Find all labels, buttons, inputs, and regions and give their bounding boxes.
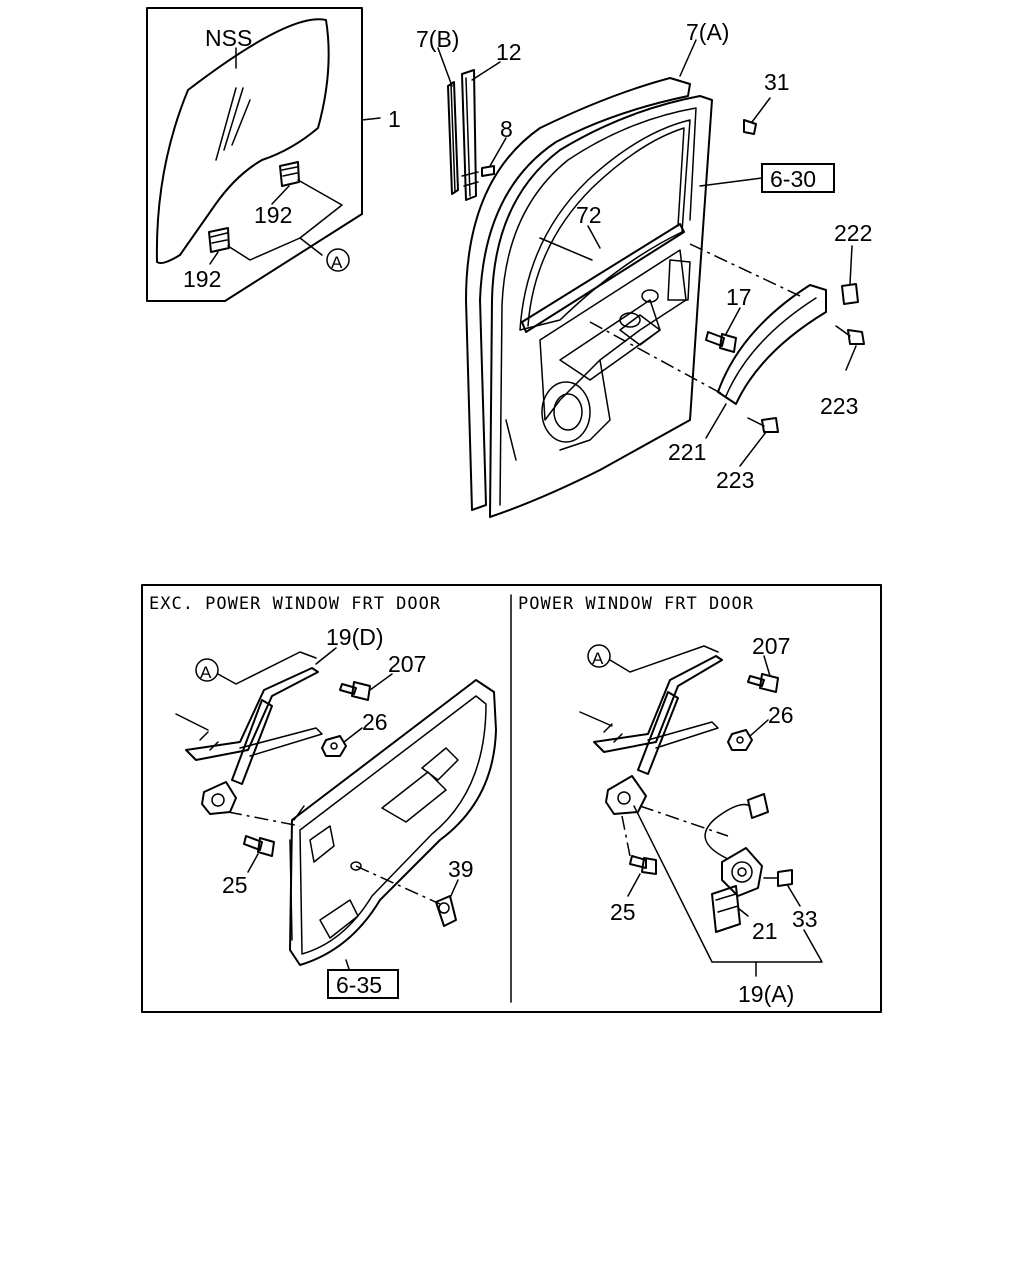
regulator-panel-frame — [141, 584, 882, 1013]
label-clip-upper: 192 — [254, 202, 292, 228]
manual-regulator-section: A — [175, 624, 497, 999]
label-6-30: 6-30 — [770, 166, 816, 192]
ref-box-6-30 — [761, 163, 835, 193]
label-222: 222 — [834, 220, 872, 246]
svg-text:A: A — [200, 663, 212, 682]
run-channel-7a — [465, 77, 691, 511]
label-17: 17 — [726, 284, 752, 310]
label-21: 21 — [752, 918, 778, 944]
label-39: 39 — [448, 856, 474, 882]
label-26-right: 26 — [768, 702, 794, 728]
door-trim-6-35 — [289, 679, 497, 966]
regulator-panel: EXC. POWER WINDOW FRT DOOR POWER WINDOW … — [141, 584, 882, 1013]
regulator-gear-power — [605, 775, 647, 815]
power-regulator-section: A — [579, 633, 823, 1007]
label-clip-lower: 192 — [183, 266, 221, 292]
door-assembly: 7(B) 12 8 7(A) 31 6-30 72 17 222 223 221… — [416, 19, 872, 518]
label-nss: NSS — [205, 25, 252, 51]
nut-26-left — [321, 735, 347, 757]
ref-circle-a-left: A — [195, 658, 219, 682]
glass-clip-upper — [279, 161, 300, 187]
molding-221 — [717, 284, 827, 405]
label-221: 221 — [668, 439, 706, 465]
header-exc-power-window: EXC. POWER WINDOW FRT DOOR — [149, 594, 441, 614]
nut-26-right — [727, 729, 753, 751]
bolt-207-left — [339, 681, 371, 701]
door-body — [489, 95, 713, 518]
regulator-19a — [593, 655, 723, 753]
handle-39 — [435, 895, 457, 927]
label-223-upper: 223 — [820, 393, 858, 419]
screw-223-upper — [835, 325, 865, 345]
screw-8 — [481, 165, 495, 177]
header-power-window: POWER WINDOW FRT DOOR — [518, 594, 754, 614]
label-12: 12 — [496, 39, 522, 65]
regulator-19d — [185, 667, 319, 761]
label-25-right: 25 — [610, 899, 636, 925]
label-25-left: 25 — [222, 872, 248, 898]
glass-inset: NSS 1 192 192 A — [146, 7, 401, 302]
label-207-right: 207 — [752, 633, 790, 659]
svg-text:A: A — [331, 253, 343, 272]
label-7a: 7(A) — [686, 19, 729, 45]
glass-clip-lower — [208, 227, 230, 253]
label-19d: 19(D) — [326, 624, 384, 650]
screw-223-lower — [747, 417, 779, 433]
run-channel-7b — [447, 81, 459, 195]
label-8: 8 — [500, 116, 513, 142]
regulator-gear-manual — [201, 781, 237, 815]
bolt-25-left — [243, 835, 275, 857]
label-part-1: 1 — [388, 106, 401, 132]
glass-inset-frame — [146, 7, 363, 302]
cap-222 — [841, 283, 859, 305]
ref-circle-a-right: A — [587, 644, 611, 668]
weatherstrip-72 — [521, 223, 685, 333]
bolt-25-right — [629, 855, 657, 875]
label-207-left: 207 — [388, 651, 426, 677]
label-6-35: 6-35 — [336, 972, 382, 998]
screw-33 — [763, 869, 793, 887]
label-26-left: 26 — [362, 709, 388, 735]
svg-text:A: A — [592, 649, 604, 668]
door-glass — [155, 18, 330, 265]
guide-12 — [461, 69, 479, 201]
label-72: 72 — [576, 202, 602, 228]
label-223-lower: 223 — [716, 467, 754, 493]
bolt-17 — [705, 331, 737, 353]
bolt-207-right — [747, 673, 779, 693]
label-31: 31 — [764, 69, 790, 95]
motor-21 — [704, 793, 769, 933]
ref-box-6-35 — [327, 969, 399, 999]
label-33: 33 — [792, 906, 818, 932]
label-19a: 19(A) — [738, 981, 794, 1007]
ref-circle-a-top: A — [326, 248, 350, 272]
clip-31 — [743, 119, 757, 135]
label-7b: 7(B) — [416, 26, 459, 52]
